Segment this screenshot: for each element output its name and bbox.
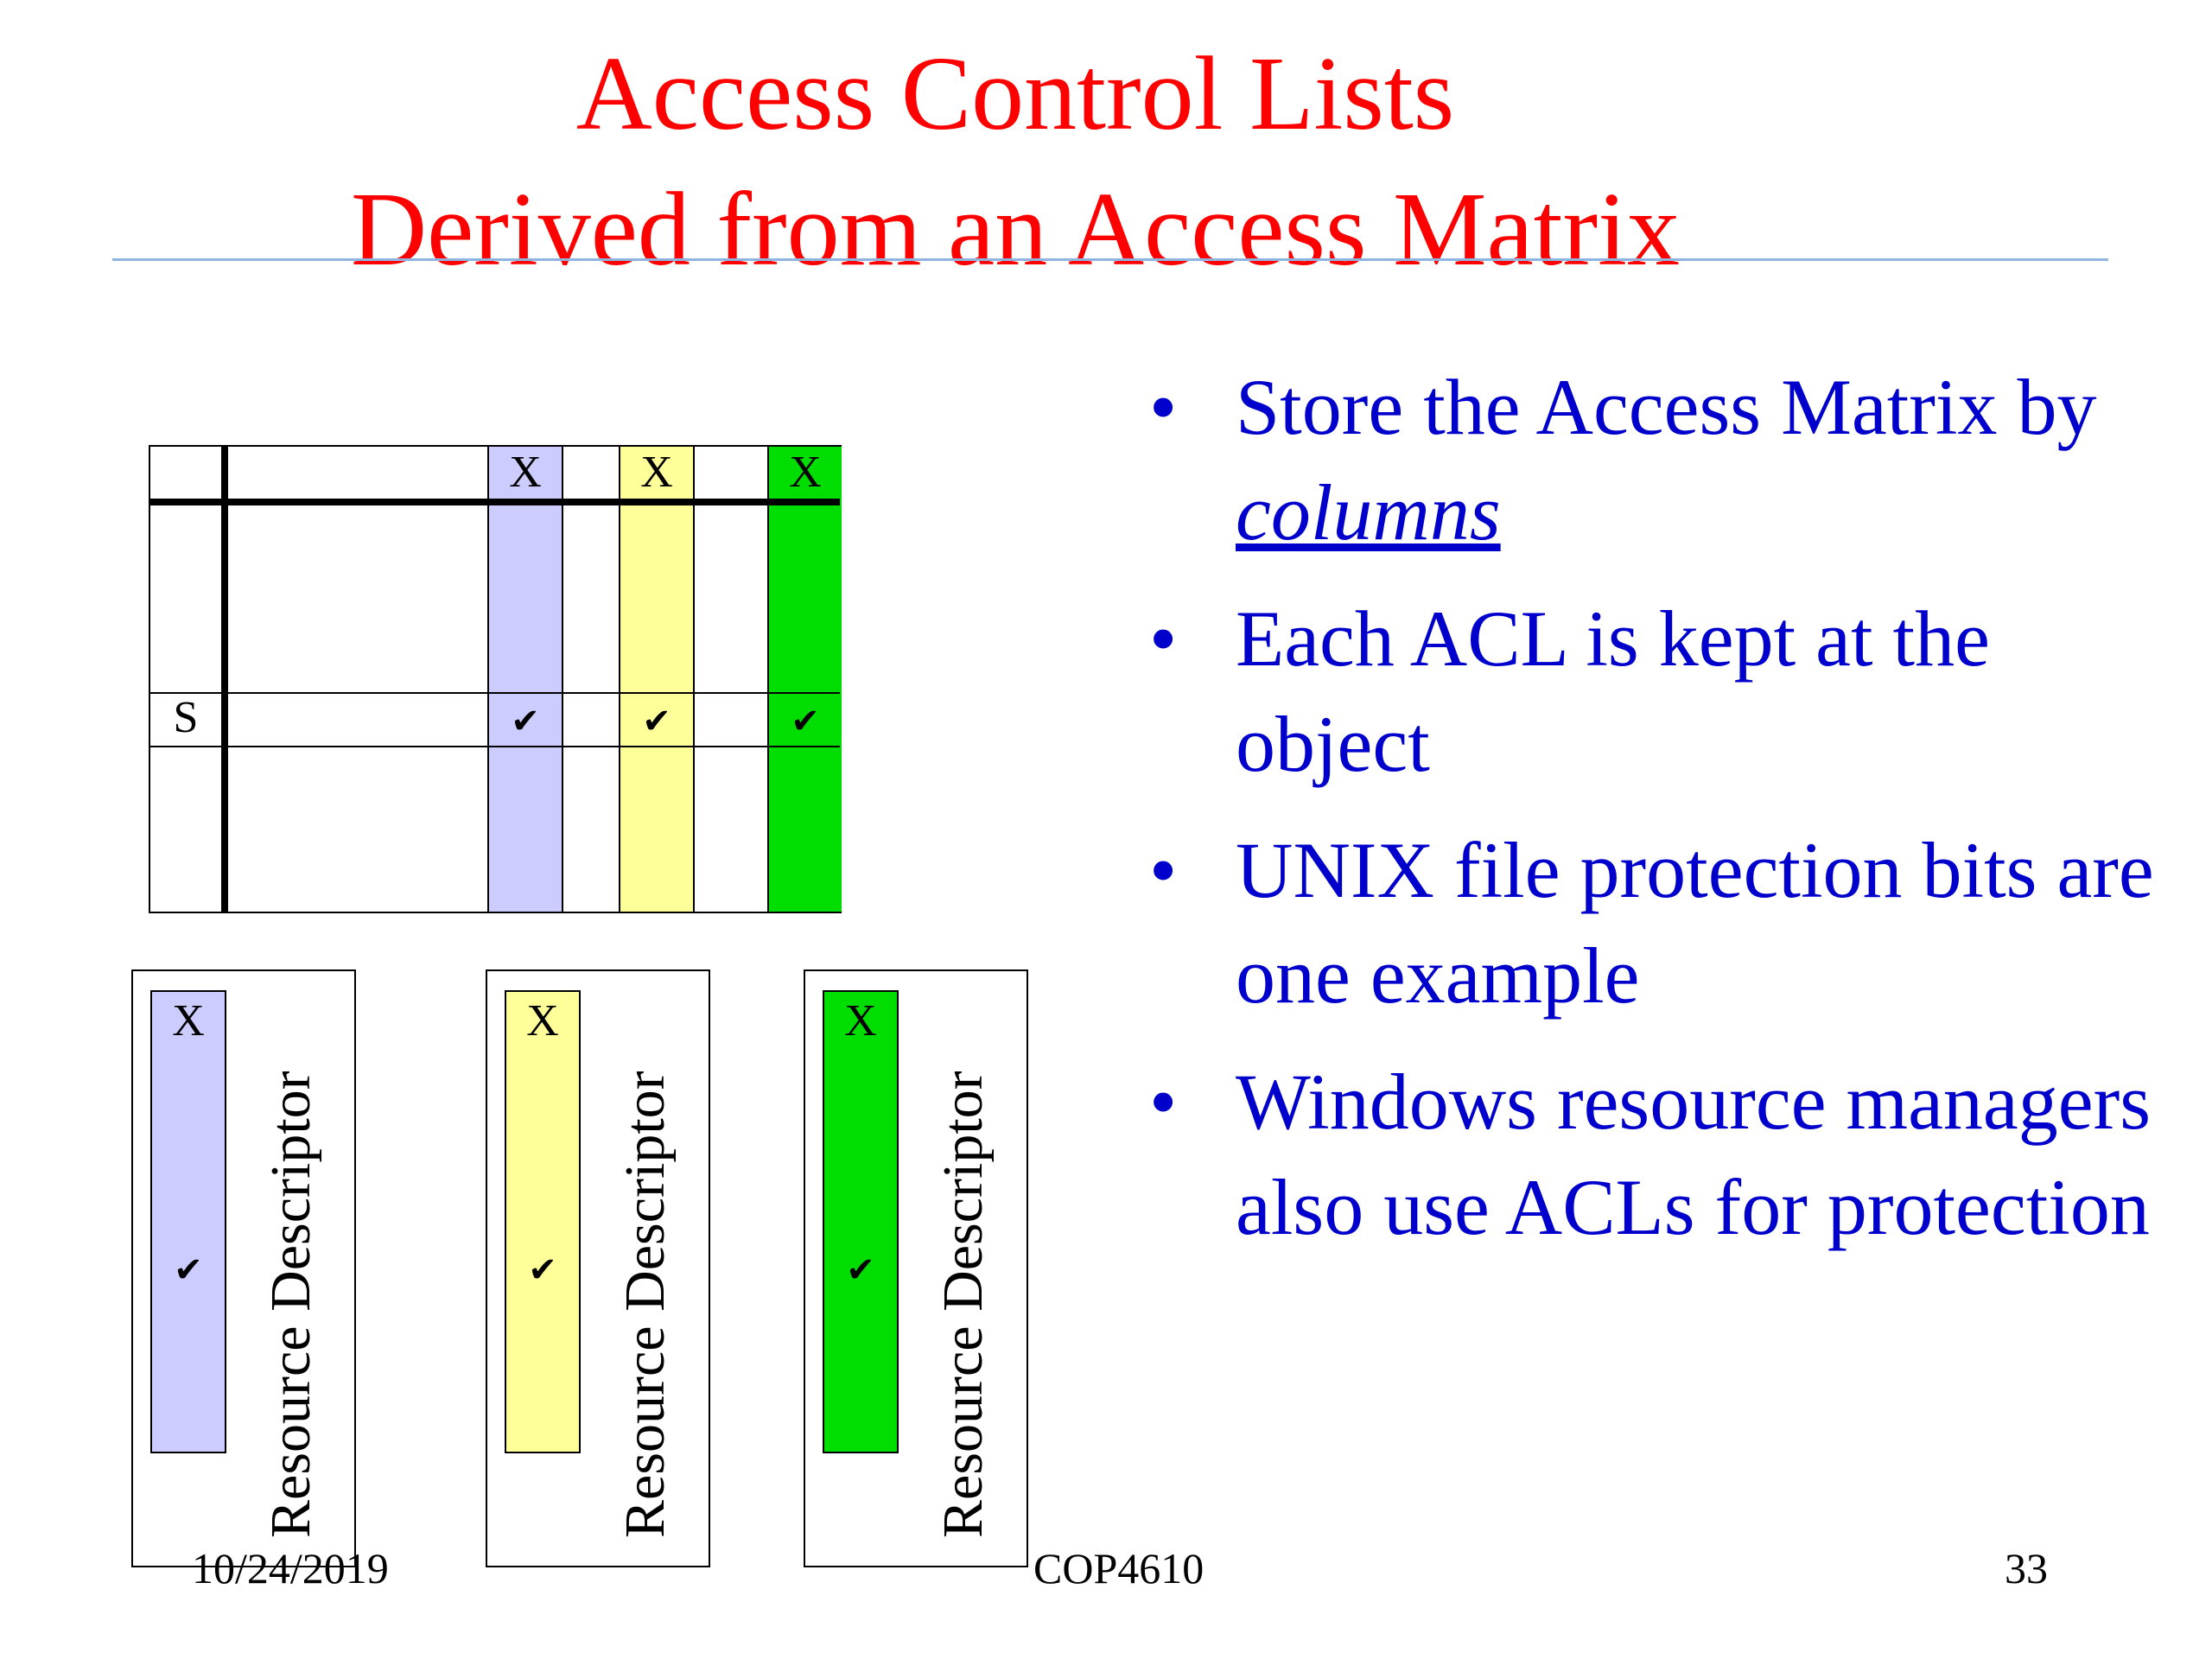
check-icon: ✔ [174,1250,203,1290]
check-icon: ✔ [528,1250,557,1290]
resource-descriptor-label: Resource Descriptor [931,1071,995,1538]
bullet-icon: • [1149,1058,1178,1146]
bullet-text: Store the Access Matrix by [1236,363,2097,451]
bullet-text: UNIX file protection bits are one exampl… [1236,826,2154,1020]
access-matrix: X ✔ X ✔ X ✔ S [149,445,842,913]
slide-title-line-2: Derived from an Access Matrix [350,171,1681,288]
resource-descriptor-label: Resource Descriptor [613,1071,677,1538]
matrix-row-label-rule [221,447,228,912]
footer-page-number: 33 [2005,1544,2048,1592]
matrix-row-top [150,692,840,694]
acl-header: X [172,996,205,1046]
acl-strip: X ✔ [505,990,581,1453]
matrix-row-label: S [173,693,199,742]
title-divider [112,258,2108,261]
check-icon: ✔ [846,1250,875,1290]
bullet-icon: • [1149,826,1178,914]
matrix-column-3: X ✔ [767,447,842,912]
bullet-text: Windows resource managers also use ACLs … [1236,1058,2152,1251]
resource-descriptor-1: X ✔ Resource Descriptor [131,969,356,1567]
acl-strip: X ✔ [150,990,226,1453]
resource-descriptor-2: X ✔ Resource Descriptor [486,969,710,1567]
matrix-column-1: X ✔ [487,447,563,912]
bullet-text: Each ACL is kept at the object [1236,594,1990,788]
resource-descriptor-3: X ✔ Resource Descriptor [804,969,1028,1567]
bullet-item: • Store the Access Matrix by columns [1149,354,2169,565]
footer-course: COP4610 [1033,1544,1205,1592]
bullet-list: • Store the Access Matrix by columns • E… [1149,354,2169,1281]
matrix-row-bottom [150,746,840,747]
matrix-column-2: X ✔ [619,447,695,912]
acl-header: X [526,996,559,1046]
acl-strip: X ✔ [823,990,899,1453]
check-icon: ✔ [642,702,671,741]
matrix-header-rule [150,499,840,505]
matrix-column-header: X [789,448,822,497]
acl-header: X [844,996,877,1046]
resource-descriptor-label: Resource Descriptor [259,1071,322,1538]
footer-date: 10/24/2019 [192,1544,389,1592]
bullet-icon: • [1149,594,1178,683]
bullet-item: • UNIX file protection bits are one exam… [1149,817,2169,1028]
check-icon: ✔ [511,702,540,741]
bullet-item: • Each ACL is kept at the object [1149,586,2169,797]
slide-title-line-1: Access Control Lists [575,35,1455,152]
matrix-column-header: X [509,448,542,497]
bullet-item: • Windows resource managers also use ACL… [1149,1049,2169,1260]
bullet-emphasis: columns [1236,468,1501,556]
check-icon: ✔ [791,702,820,741]
bullet-icon: • [1149,363,1178,451]
matrix-column-header: X [640,448,673,497]
